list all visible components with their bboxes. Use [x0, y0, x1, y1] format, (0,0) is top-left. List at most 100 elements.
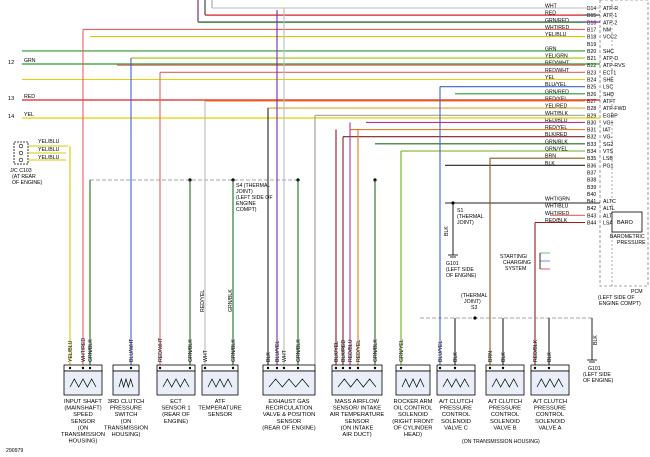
- svg-text:WHT/RED: WHT/RED: [545, 211, 569, 217]
- svg-text:RED/BLK: RED/BLK: [545, 218, 568, 224]
- svg-text:(LEFT SIDE: (LEFT SIDE: [583, 372, 611, 378]
- component-label: SENSOR: [277, 419, 301, 425]
- component-label: (REAR OF: [162, 412, 190, 418]
- svg-text:RED/WHT: RED/WHT: [545, 68, 570, 74]
- component-label: SENSOR/ INTAKE: [333, 406, 381, 412]
- svg-text:BRN: BRN: [545, 154, 556, 160]
- svg-text:B24: B24: [587, 78, 596, 84]
- svg-text:BAROMETRIC: BAROMETRIC: [610, 234, 645, 240]
- svg-text:B23: B23: [587, 70, 596, 76]
- svg-text:YEL: YEL: [24, 112, 34, 118]
- component-label: SOLENOID: [398, 412, 428, 418]
- svg-text:SHD: SHD: [603, 92, 614, 98]
- component-label: VALVE & POSITION: [263, 412, 316, 418]
- wire-label: WHT: [282, 349, 288, 362]
- pcm-pin-b39: B39: [587, 185, 596, 191]
- svg-text:B25: B25: [587, 85, 596, 91]
- left-wire-13: 13 RED: [8, 94, 600, 102]
- svg-text:B17: B17: [587, 27, 596, 33]
- svg-text:ATP-FWD: ATP-FWD: [603, 106, 626, 112]
- component-label: OF CYLINDER: [394, 425, 433, 431]
- top-wires: [197, 0, 600, 23]
- svg-text:B15: B15: [587, 13, 596, 19]
- svg-text:(LEFT SIDE OF: (LEFT SIDE OF: [236, 195, 273, 201]
- svg-text:LSA: LSA: [603, 221, 613, 227]
- svg-text:PRESSURE: PRESSURE: [617, 240, 646, 246]
- component-label: SENSOR: [71, 419, 95, 425]
- jc-c103: YEL/BLU YEL/BLU YEL/BLU J/C C103 (AT REA…: [10, 139, 68, 186]
- component-label: ROCKER ARM: [394, 399, 433, 405]
- wire-label: RED/BLK: [533, 339, 539, 362]
- svg-text:CHARGING: CHARGING: [503, 260, 531, 266]
- s4-note: S4 (THERMAL JOINT) (LEFT SIDE OF ENGINE …: [236, 183, 273, 213]
- component-label: MASS AIRFLOW: [335, 399, 380, 405]
- svg-text:B36: B36: [587, 163, 596, 169]
- svg-text:ENGINE COMPT): ENGINE COMPT): [599, 301, 641, 307]
- svg-text:OF ENGINE): OF ENGINE): [12, 180, 43, 186]
- component-label: SENSOR 1: [161, 406, 190, 412]
- component-label: VALVE C: [444, 425, 468, 431]
- svg-text:ATP-R: ATP-R: [603, 6, 618, 12]
- svg-text:YEL: YEL: [545, 75, 555, 81]
- wire-label: BLK: [547, 352, 553, 362]
- svg-text:(THERMAL: (THERMAL: [461, 293, 488, 299]
- svg-text:B20: B20: [587, 49, 596, 55]
- component-label: SPEED: [73, 412, 93, 418]
- svg-text:IAT: IAT: [603, 128, 612, 134]
- component-label: VALVE B: [493, 425, 516, 431]
- svg-text:B26: B26: [587, 92, 596, 98]
- svg-text:BLK: BLK: [593, 335, 599, 345]
- svg-text:B21: B21: [587, 56, 596, 62]
- component-label: SOLENOID: [535, 419, 565, 425]
- svg-text:S1: S1: [457, 208, 463, 214]
- svg-text:S3: S3: [471, 305, 477, 311]
- wire-label: BLK: [266, 352, 272, 362]
- wire-label: GRN/BLK: [188, 339, 194, 362]
- svg-text:LSB: LSB: [603, 156, 613, 162]
- component-label: SENSOR: [208, 412, 232, 418]
- svg-text:SHC: SHC: [603, 49, 614, 55]
- svg-text:YEL/BLU: YEL/BLU: [545, 32, 567, 38]
- svg-text:OF ENGINE): OF ENGINE): [583, 378, 614, 384]
- svg-text:B42: B42: [587, 206, 596, 212]
- component-label: OIL CONTROL: [393, 406, 433, 412]
- svg-text:WHT/BLK: WHT/BLK: [545, 111, 569, 117]
- svg-text:ATP-D: ATP-D: [603, 56, 618, 62]
- pcm-pin-b37: B37: [587, 170, 596, 176]
- wire-label: BLK: [453, 352, 459, 362]
- component-label: PRESSURE: [440, 406, 472, 412]
- svg-text:LSC: LSC: [603, 85, 613, 91]
- component-label: PRESSURE: [534, 406, 566, 412]
- svg-text:YEL/BLU: YEL/BLU: [38, 139, 60, 145]
- wire-label: GRN/BLK: [373, 339, 379, 362]
- component-label: SENSOR: [345, 419, 369, 425]
- svg-text:B32: B32: [587, 135, 596, 141]
- component-label: A/T CLUTCH: [488, 399, 522, 405]
- component-label: PRESSURE: [110, 406, 142, 412]
- svg-text:B14: B14: [587, 6, 596, 12]
- component-label: ENGINE): [164, 419, 188, 425]
- wire-label: BRN: [488, 351, 494, 362]
- svg-text:B16: B16: [587, 20, 596, 26]
- component-label: TEMPERATURE: [198, 406, 242, 412]
- component-label: SOLENOID: [441, 419, 471, 425]
- svg-text:B33: B33: [587, 142, 596, 148]
